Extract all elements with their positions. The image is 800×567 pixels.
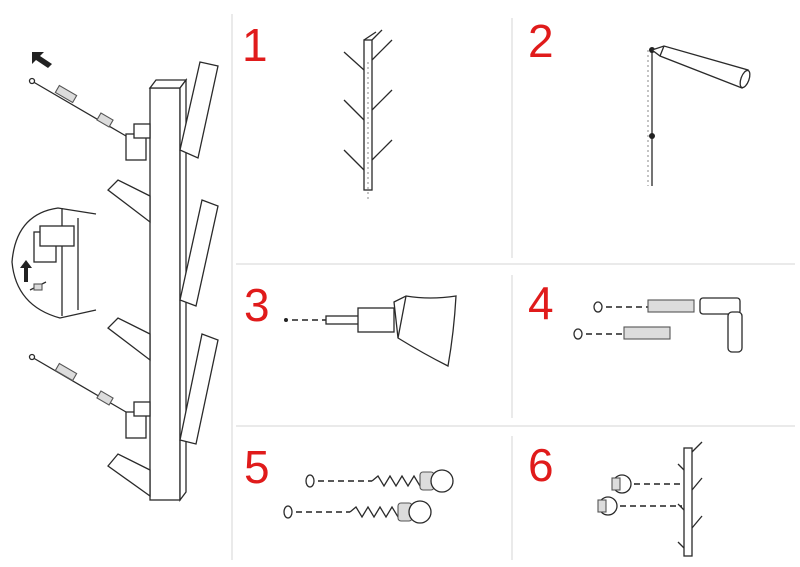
step-6-number: 6 xyxy=(528,439,554,491)
step-5-number: 5 xyxy=(244,441,270,493)
step-3-number: 3 xyxy=(244,279,270,331)
step-4-number: 4 xyxy=(528,277,554,329)
step-2-number: 2 xyxy=(528,15,554,67)
step-1-number: 1 xyxy=(242,19,268,71)
